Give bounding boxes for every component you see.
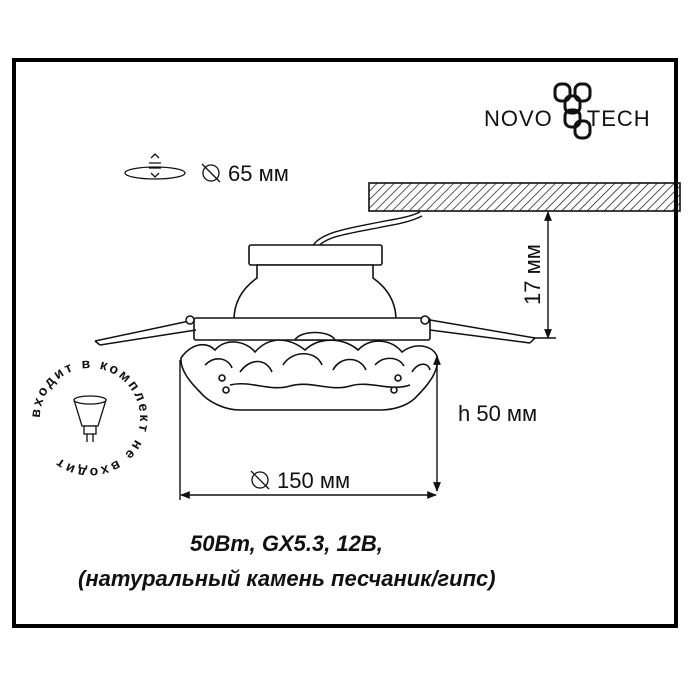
spring-clip-left	[94, 315, 197, 346]
height-label: h 50 мм	[458, 401, 537, 426]
brand-logo-right: TECH	[586, 106, 651, 131]
logo-mark-icon	[553, 82, 592, 140]
depth-label: 17 мм	[520, 244, 545, 305]
cutout-label: 65 мм	[228, 161, 289, 186]
power-cable	[311, 211, 421, 248]
cutout-icon	[124, 153, 186, 180]
spec-material: (натуральный камень песчаник/гипс)	[78, 566, 496, 591]
brand-logo: NOVO TECH	[484, 106, 651, 132]
diameter-label: 150 мм	[277, 468, 350, 493]
diameter-icon	[250, 470, 270, 490]
ceiling-slab	[368, 182, 681, 212]
dimension-diameter	[179, 360, 437, 500]
cutout-diameter-icon	[201, 163, 221, 183]
lamp-badge: входит в комплект не входит	[27, 355, 152, 481]
decorative-stone-body	[180, 331, 439, 411]
lamp-housing-cap	[233, 244, 397, 321]
spring-clip-right	[420, 315, 536, 344]
spec-power-socket: 50Вт, GX5.3, 12В,	[190, 531, 383, 556]
mr16-bulb-icon	[73, 395, 107, 442]
brand-logo-left: NOVO	[484, 106, 553, 131]
dimension-depth	[533, 211, 556, 339]
